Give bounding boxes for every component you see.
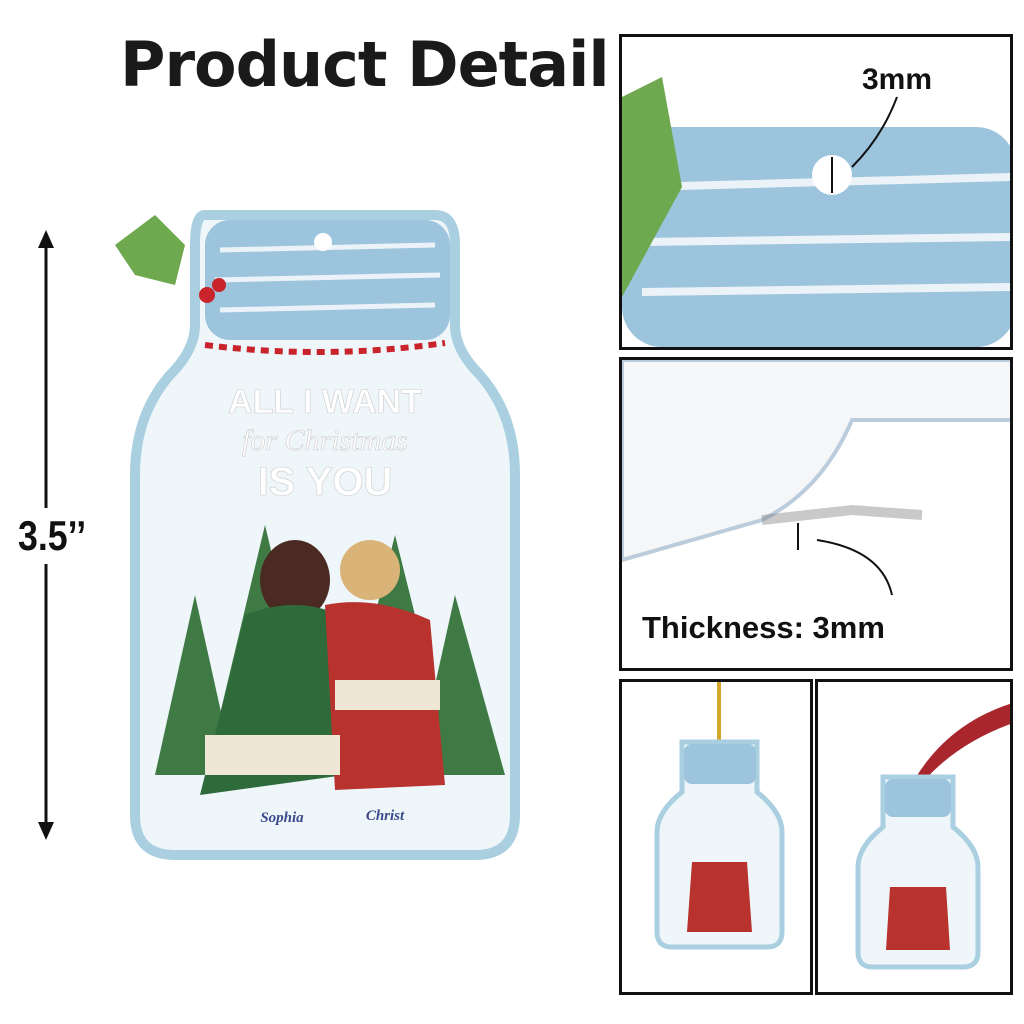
thickness-detail-panel: Thickness: 3mm xyxy=(619,357,1013,671)
page-title: Product Detail xyxy=(120,28,610,101)
lettering-1: ALL I WANT xyxy=(228,383,422,421)
red-ribbon-view-panel xyxy=(815,679,1013,995)
lettering-3: IS YOU xyxy=(258,460,393,504)
name-1: Sophia xyxy=(260,810,304,826)
lettering-2: for Christmas xyxy=(242,424,408,457)
thickness-label: Thickness: 3mm xyxy=(642,610,885,645)
hole-size-label: 3mm xyxy=(862,63,933,96)
height-label: 3.5’’ xyxy=(18,508,87,564)
hole-detail-panel: 3mm xyxy=(619,34,1013,350)
name-2: Christ xyxy=(366,808,405,824)
jar-ornament-image: ALL I WANT for Christmas IS YOU Sophia C… xyxy=(115,210,520,860)
gold-string-view-panel xyxy=(619,679,813,995)
